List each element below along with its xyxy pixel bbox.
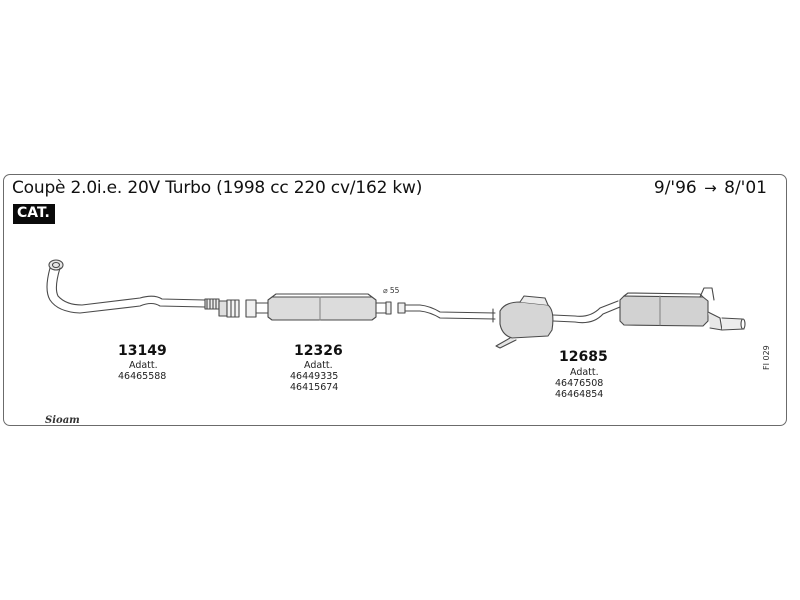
pipe-diameter-label: ⌀ 55	[383, 286, 400, 295]
cat-badge: CAT.	[13, 204, 55, 224]
part-ref: 46465588	[118, 371, 167, 382]
rear-section-12685	[397, 287, 746, 349]
brand-logo: Sioam	[45, 415, 80, 426]
center-silencer-12326	[245, 293, 392, 321]
part-ref: 46415674	[290, 382, 339, 393]
part-number-12685: 12685	[559, 349, 608, 365]
part-adapt-label: Adatt.	[129, 360, 158, 371]
part-number-13149: 13149	[118, 343, 167, 359]
production-dates: 9/'96 → 8/'01	[654, 178, 767, 198]
part-number-12326: 12326	[294, 343, 343, 359]
date-from: 9/'96	[653, 178, 697, 198]
diagram-frame	[3, 174, 787, 426]
part-ref: 46476508	[555, 378, 604, 389]
part-adapt-label: Adatt.	[304, 360, 333, 371]
vehicle-title: Coupè 2.0i.e. 20V Turbo (1998 cc 220 cv/…	[12, 178, 423, 198]
part-adapt-label: Adatt.	[570, 367, 599, 378]
sheet-code: FI 029	[762, 345, 771, 370]
date-to: 8/'01	[724, 178, 767, 198]
part-ref: 46449335	[290, 371, 339, 382]
part-ref: 46464854	[555, 389, 604, 400]
front-pipe-13149	[46, 259, 240, 318]
arrow-right-icon: →	[704, 179, 717, 197]
